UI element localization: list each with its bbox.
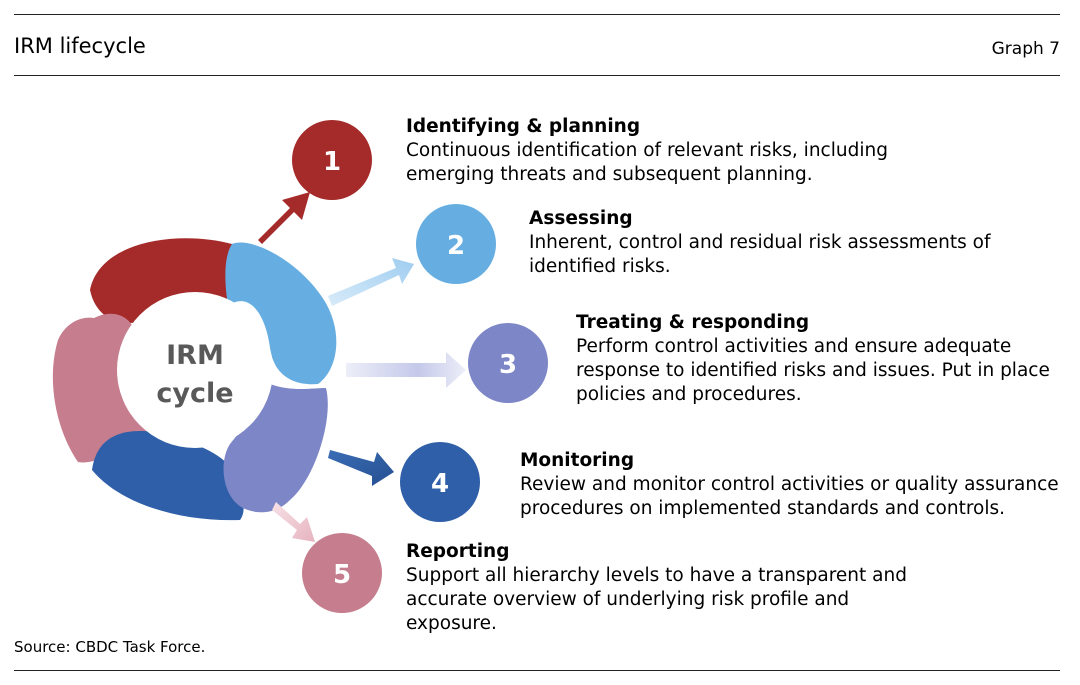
page-title: IRM lifecycle (14, 34, 146, 58)
source-note: Source: CBDC Task Force. (14, 638, 206, 656)
arrow-to-step-3 (346, 352, 466, 388)
step-4-description: Review and monitor control activities or… (520, 474, 1059, 519)
step-4-title: Monitoring (520, 450, 635, 471)
cycle-segment-treating (223, 384, 328, 513)
step-4-circle (400, 442, 480, 522)
step-5-description: Support all hierarchy levels to have a t… (406, 565, 907, 634)
step-5-title: Reporting (406, 541, 510, 562)
step-4-text: Monitoring Review and monitor control ac… (520, 449, 1060, 521)
step-1-number: 1 (323, 147, 341, 177)
cycle-center (117, 292, 273, 448)
step-1-title: Identifying & planning (406, 116, 641, 137)
step-2-description: Inherent, control and residual risk asse… (529, 232, 991, 277)
step-5-number: 5 (333, 560, 351, 590)
center-label-line1: IRM (166, 340, 224, 371)
step-4-number: 4 (431, 469, 449, 499)
step-5-text: Reporting Support all hierarchy levels t… (406, 540, 936, 636)
step-3-text: Treating & responding Perform control ac… (576, 311, 1056, 407)
arrow-to-step-4 (328, 450, 394, 486)
arrow-to-step-2 (328, 258, 414, 306)
top-rule (14, 14, 1060, 15)
step-5-circle (302, 533, 382, 613)
center-label-line2: cycle (156, 378, 233, 409)
cycle-segment-monitoring (92, 431, 244, 521)
arrow-to-step-1 (258, 192, 310, 244)
step-2-title: Assessing (529, 208, 633, 229)
step-2-text: Assessing Inherent, control and residual… (529, 207, 999, 279)
step-3-number: 3 (499, 350, 517, 380)
step-3-description: Perform control activities and ensure ad… (576, 336, 1050, 405)
step-3-circle (468, 323, 548, 403)
graph-number: Graph 7 (991, 39, 1060, 59)
arrow-to-step-5 (272, 502, 315, 542)
step-2-circle (416, 204, 496, 284)
header-rule (14, 75, 1060, 76)
step-2-number: 2 (447, 231, 465, 261)
step-1-text: Identifying & planning Continuous identi… (406, 115, 1006, 187)
step-1-description: Continuous identification of relevant ri… (406, 140, 888, 185)
cycle-segment-assessing (225, 242, 337, 385)
step-1-circle (292, 120, 372, 200)
bottom-rule (14, 670, 1060, 671)
step-3-title: Treating & responding (576, 312, 810, 333)
